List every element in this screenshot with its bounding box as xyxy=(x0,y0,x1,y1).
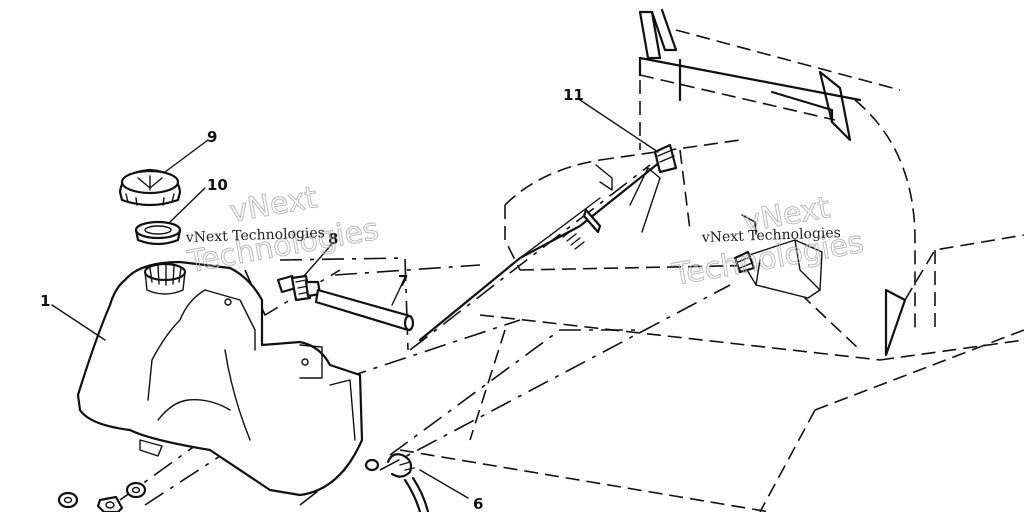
frame-outline xyxy=(119,8,1024,512)
watermark-brand-line1: vNext xyxy=(227,180,320,230)
callout-11: 11 xyxy=(563,86,584,104)
mounting-bracket xyxy=(733,214,823,299)
hose-fitting xyxy=(276,274,322,302)
fuel-cap xyxy=(118,168,182,207)
callout-6: 6 xyxy=(473,495,483,512)
callout-7: 7 xyxy=(398,272,408,290)
callout-10: 10 xyxy=(207,176,228,194)
callout-9: 9 xyxy=(207,128,217,146)
fuel-line xyxy=(314,288,415,332)
watermark-caption-right: vNext Technologies xyxy=(701,225,842,246)
watermark-brand-line2: Technologies xyxy=(184,212,381,280)
cap-gasket xyxy=(134,220,182,246)
hose-clamp xyxy=(364,453,430,512)
throttle-cable xyxy=(418,143,678,342)
callout-labels: 1 6 7 8 9 10 11 xyxy=(40,86,584,512)
watermark-left: vNext Technologies vNext Technologies xyxy=(184,180,382,281)
hardware-washers xyxy=(57,481,147,512)
watermark-caption: vNext Technologies xyxy=(185,225,326,246)
fuel-tank xyxy=(76,260,364,497)
callout-8: 8 xyxy=(328,230,338,248)
callout-1: 1 xyxy=(40,292,50,310)
leader-lines xyxy=(51,99,659,499)
